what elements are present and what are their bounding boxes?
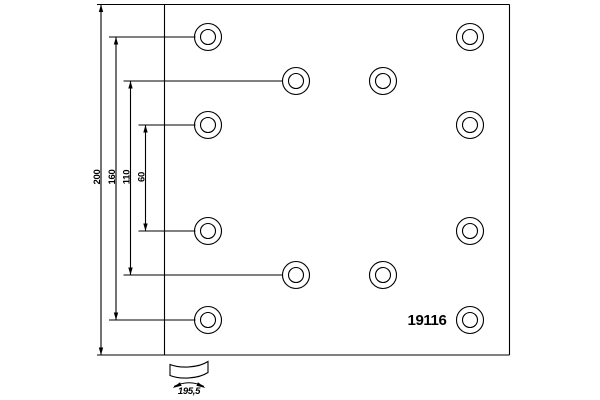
dimension-label: 60 [137,172,148,182]
dimension-arrow-top [98,4,104,12]
rivet-hole-outer [193,216,223,246]
rivet-hole-outer [455,305,485,335]
rivet-hole [455,305,485,335]
dimension-lines: 200 160 110 60 [92,4,283,355]
rivet-hole [281,260,311,290]
rivet-hole-inner [374,266,392,284]
rivet-hole-outer [281,260,311,290]
rivet-hole [193,110,223,140]
rivet-hole-inner [461,222,479,240]
arc-cross-section-shape [169,360,209,379]
rivet-hole-outer [455,216,485,246]
rivet-hole-outer [455,110,485,140]
rivet-hole [368,66,398,96]
rivet-hole [368,260,398,290]
rivet-hole-inner [287,72,305,90]
rivet-holes [193,22,485,335]
dimension-arrow-top [128,81,133,89]
arc-cross-section-symbol: 195,5 [169,360,209,397]
rivet-hole [193,22,223,52]
arc-dimension-arrow-right [196,382,206,388]
rivet-hole-outer [193,110,223,140]
part-number-label: 19116 [408,312,447,329]
dimension-label: 110 [122,170,133,184]
rivet-hole [455,216,485,246]
dimension-arrow-top [143,125,148,133]
rivet-hole-outer [455,22,485,52]
rivet-hole-inner [461,311,479,329]
rivet-hole-inner [199,116,217,134]
rivet-hole-outer [193,305,223,335]
rivet-hole [193,305,223,335]
rivet-hole-inner [199,222,217,240]
rivet-hole-inner [461,116,479,134]
rivet-hole [455,110,485,140]
rivet-hole-outer [281,66,311,96]
rivet-hole-inner [199,28,217,46]
dimension-arrow-bottom [143,223,148,231]
rivet-hole-outer [193,22,223,52]
rivet-hole [193,216,223,246]
rivet-hole [455,22,485,52]
dimension-label: 160 [107,170,118,185]
rivet-hole-inner [374,72,392,90]
rivet-hole-outer [368,66,398,96]
arc-dimension-arrow-left [172,382,182,388]
rivet-hole-inner [199,311,217,329]
rivet-hole-inner [287,266,305,284]
part-outline [97,3,511,356]
dimension-label: 200 [92,170,103,185]
dimension-arrow-bottom [98,347,104,355]
dimension-arrow-top [113,37,119,45]
dimension-arrow-bottom [113,312,119,320]
rivet-hole-outer [368,260,398,290]
rivet-hole-inner [461,28,479,46]
dimension-arrow-bottom [128,267,133,275]
rivet-hole [281,66,311,96]
arc-width-label: 195,5 [178,386,201,397]
